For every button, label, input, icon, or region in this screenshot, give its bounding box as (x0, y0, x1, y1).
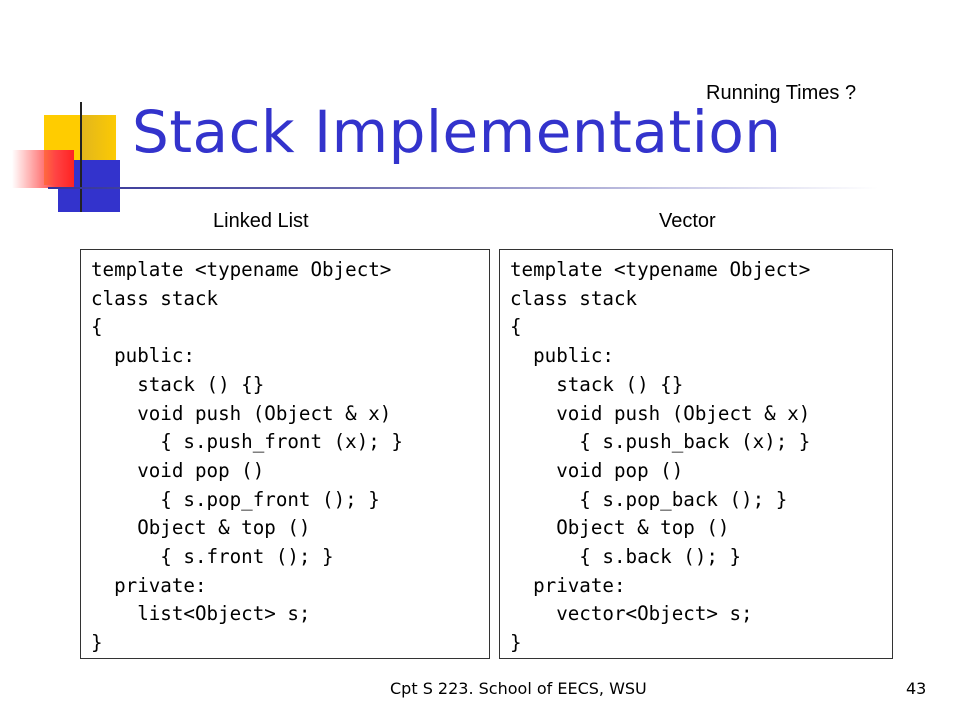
running-times-question: Running Times ? (706, 82, 857, 104)
vector-heading: Vector (659, 210, 716, 232)
decorative-blue-fade (80, 115, 120, 160)
linked-list-heading: Linked List (213, 210, 309, 232)
page-number: 43 (906, 679, 927, 698)
linked-list-code-box: template <typename Object> class stack {… (80, 249, 490, 659)
title-underline (48, 187, 878, 189)
slide-title: Stack Implementation (132, 98, 782, 166)
linked-list-code: template <typename Object> class stack {… (91, 258, 403, 655)
vector-code-box: template <typename Object> class stack {… (499, 249, 893, 659)
slide-footer: Cpt S 223. School of EECS, WSU (390, 679, 647, 698)
decorative-red-gradient (12, 150, 74, 188)
vector-code: template <typename Object> class stack {… (510, 258, 811, 655)
decorative-vertical-line (80, 102, 82, 212)
